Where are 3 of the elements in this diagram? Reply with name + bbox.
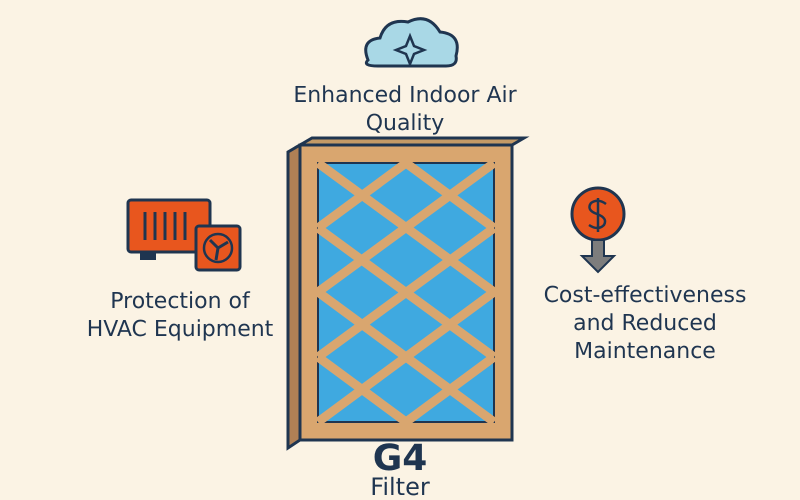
benefit-label: Enhanced Indoor Air Quality (292, 82, 518, 138)
benefit-label: Cost-effectiveness and Reduced Maintenance (542, 282, 748, 366)
benefit-label: Protection of HVAC Equipment (86, 288, 274, 344)
